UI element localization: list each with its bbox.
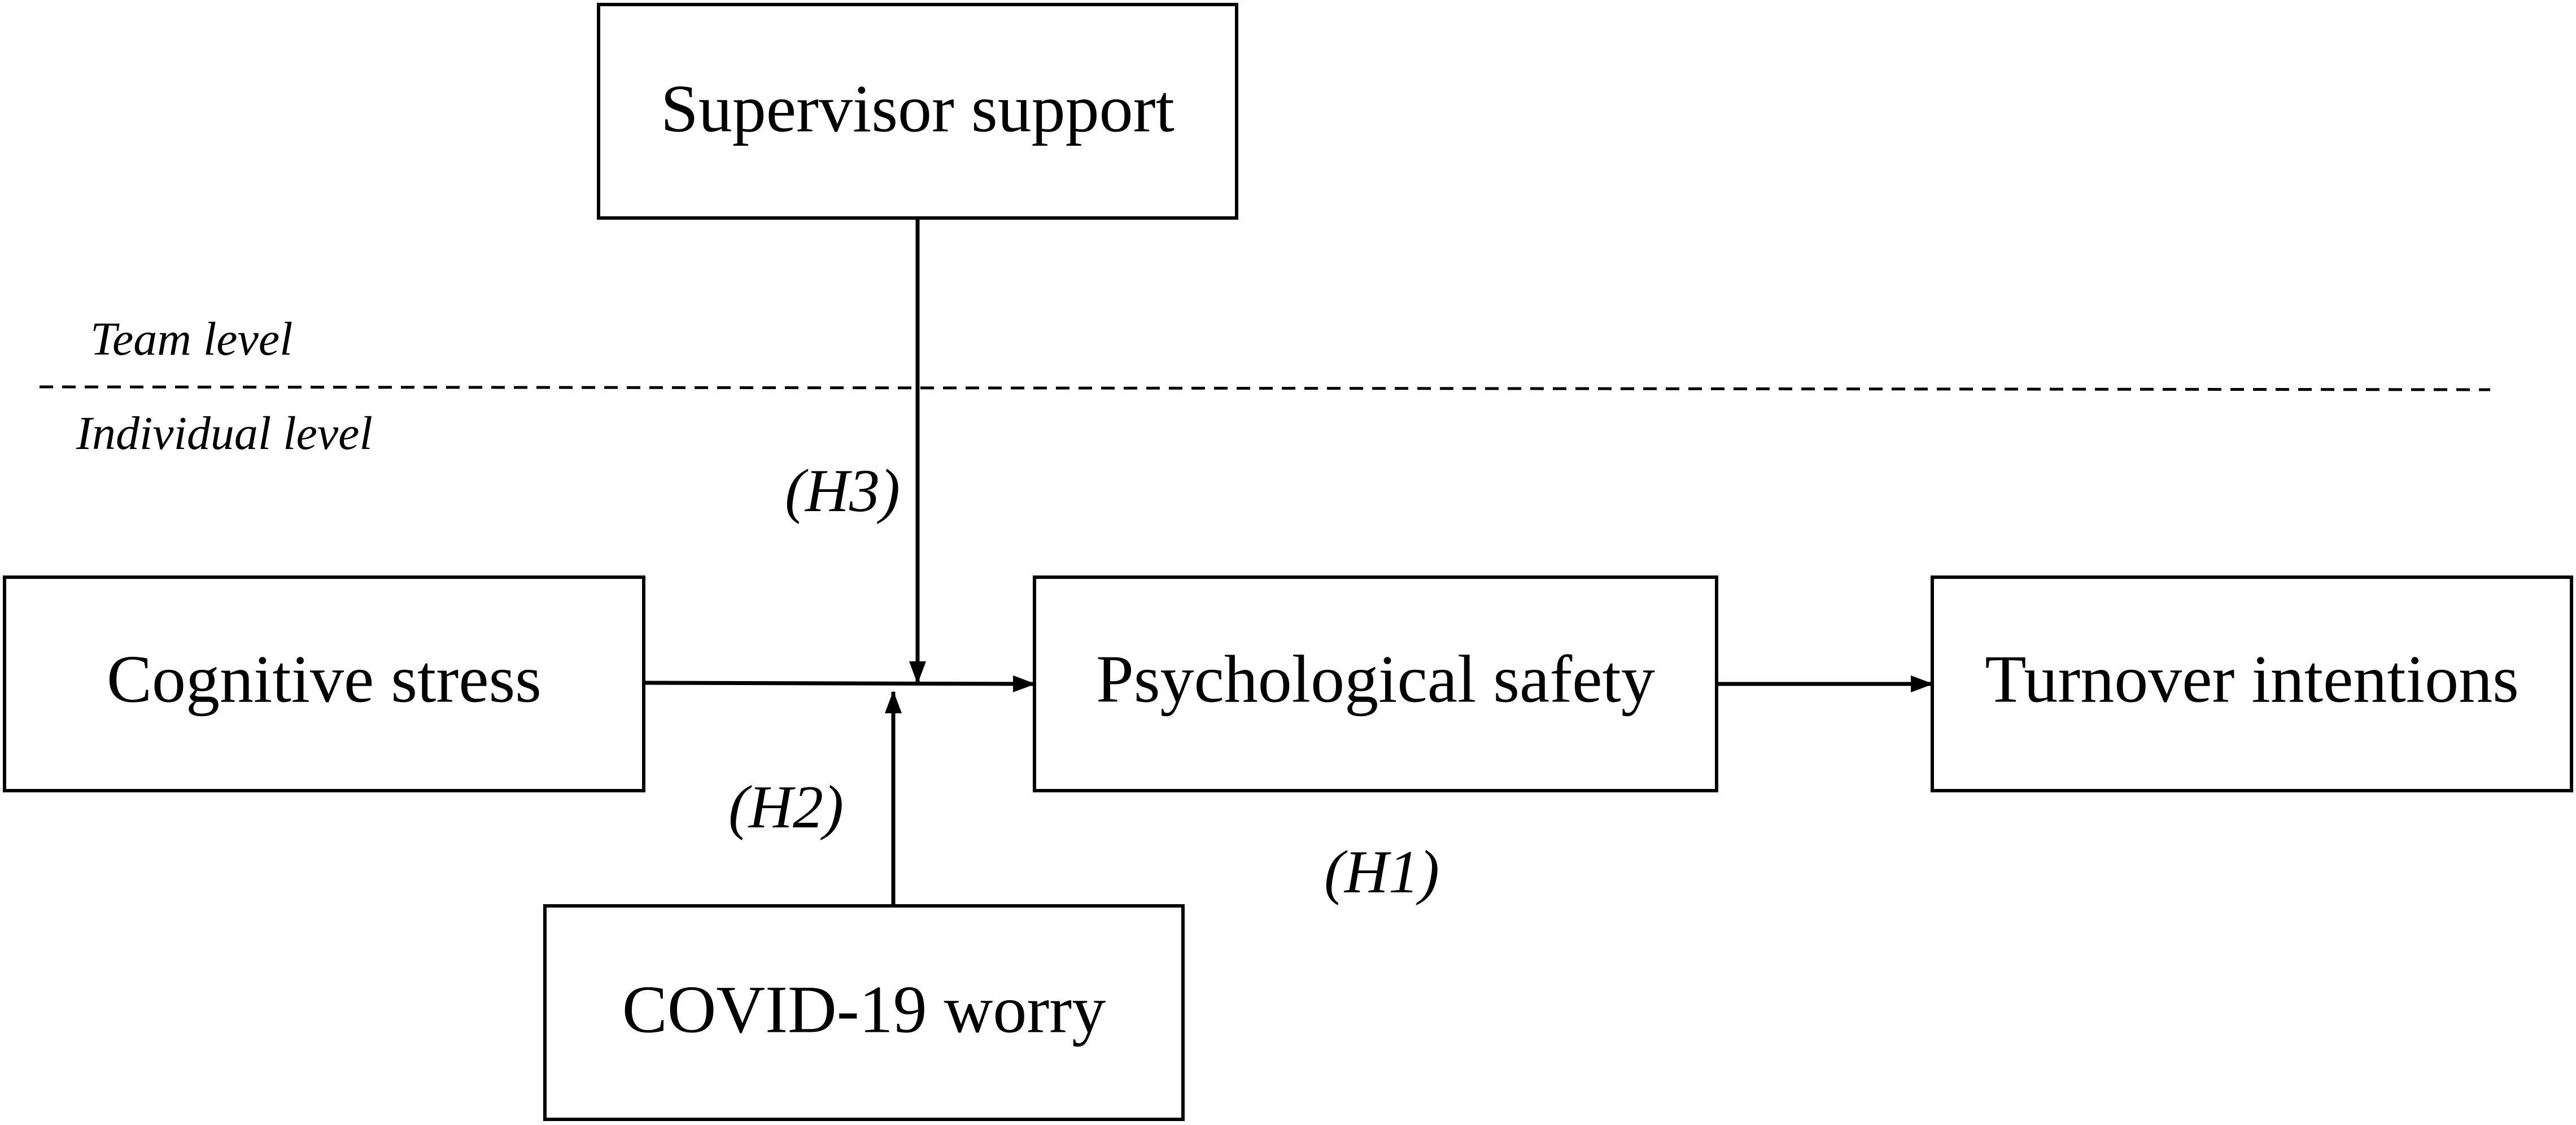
- psychological-safety-box: Psychological safety: [1033, 575, 1718, 792]
- turnover-intentions-box: Turnover intentions: [1931, 575, 2573, 792]
- team-level-label: Team level: [90, 313, 292, 365]
- individual-level-label: Individual level: [76, 407, 373, 460]
- hypothesis-h1-label: (H1): [1324, 839, 1439, 906]
- covid-worry-label: COVID-19 worry: [622, 972, 1106, 1047]
- cognitive-stress-box: Cognitive stress: [3, 575, 645, 792]
- supervisor-support-box: Supervisor support: [597, 3, 1238, 220]
- hypothesis-h2-label: (H2): [728, 774, 844, 841]
- supervisor-support-label: Supervisor support: [661, 71, 1175, 146]
- level-divider: [39, 385, 2491, 391]
- cognitive-stress-label: Cognitive stress: [107, 642, 542, 717]
- hypothesis-h3-label: (H3): [785, 457, 900, 525]
- covid-worry-box: COVID-19 worry: [543, 904, 1185, 1121]
- psychological-safety-label: Psychological safety: [1096, 642, 1655, 717]
- turnover-intentions-label: Turnover intentions: [1985, 642, 2519, 717]
- arrow-stress-to-safety: [643, 675, 1036, 692]
